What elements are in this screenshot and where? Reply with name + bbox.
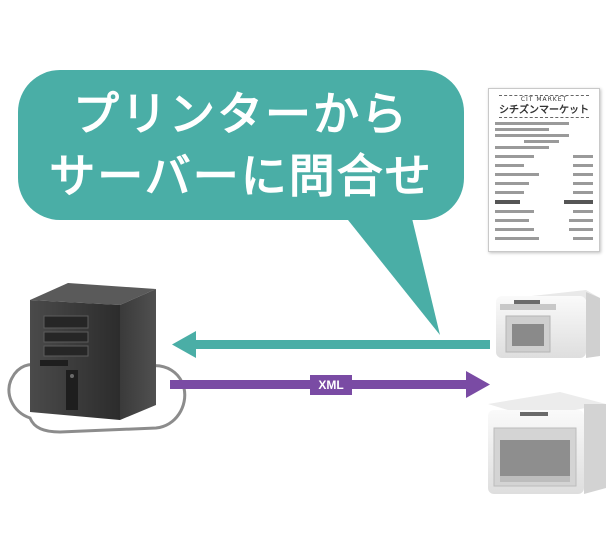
receipt-line: [568, 228, 593, 231]
receipt-line: [495, 173, 540, 176]
receipt-line: [495, 164, 525, 167]
receipt-line: [495, 219, 530, 222]
receipt-line: [573, 164, 593, 167]
bubble-text-line-2: サーバーに問合せ: [49, 149, 433, 203]
cloud-icon: [7, 363, 187, 434]
receipt-line: [495, 146, 549, 149]
receipt-line: [495, 155, 535, 158]
receipt-line: [495, 191, 525, 194]
receipt-line: [495, 228, 535, 231]
receipt-line: [524, 140, 559, 143]
receipt-line: [573, 155, 593, 158]
receipt-line: [495, 128, 549, 131]
receipt-store-name: CIT MARKET: [499, 95, 589, 104]
receipt-line: [495, 182, 530, 185]
server-icon: [30, 283, 156, 420]
printer-icon: [496, 290, 600, 358]
receipt-line: [495, 210, 535, 213]
receipt-line: [573, 210, 593, 213]
receipt-line: [573, 182, 593, 185]
speech-bubble: プリンターから サーバーに問合せ: [18, 70, 464, 220]
receipt-line: [573, 191, 593, 194]
receipt-line: [495, 237, 540, 240]
receipt-brand-name: シチズンマーケット: [499, 105, 589, 118]
receipt-line: [563, 200, 593, 204]
receipt-icon: CIT MARKET シチズンマーケット: [488, 88, 600, 252]
bubble-text-line-1: プリンターから: [73, 87, 409, 141]
receipt-line: [568, 219, 593, 222]
bubble-tail: [340, 210, 440, 335]
xml-label: XML: [310, 375, 352, 395]
receipt-line: [495, 122, 569, 125]
receipt-line: [573, 237, 593, 240]
printer-icon: [488, 392, 606, 494]
receipt-line: [573, 173, 593, 176]
receipt-line: [495, 134, 569, 137]
receipt-line: [495, 200, 520, 204]
printer-to-server-arrow: [172, 331, 490, 358]
